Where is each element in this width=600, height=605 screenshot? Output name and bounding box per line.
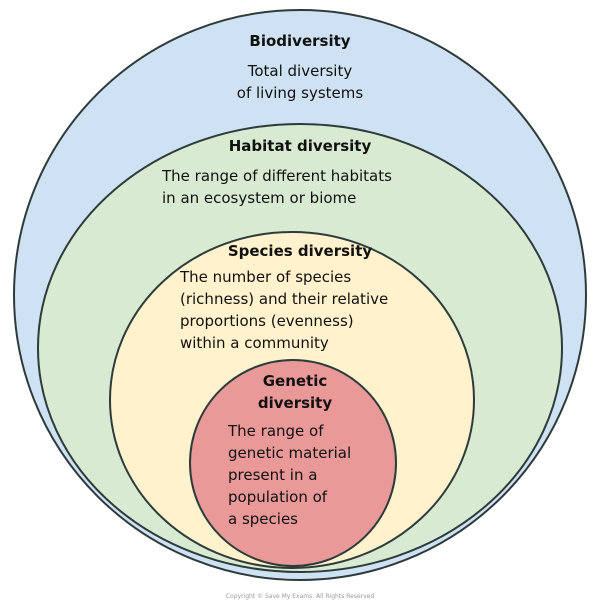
genetic-title: Genetic diversity [257,372,333,412]
habitat-title: Habitat diversity [228,137,372,155]
habitat-description: The range of different habitats in an ec… [162,167,392,207]
copyright-text: Copyright © Save My Exams. All Rights Re… [225,593,375,600]
biodiversity-description: Total diversity of living systems [236,62,364,102]
genetic-description: The range of genetic material present in… [228,422,352,528]
species-description: The number of species (richness) and the… [180,268,389,352]
biodiversity-title: Biodiversity [249,32,351,50]
genetic-circle [189,359,397,567]
species-title: Species diversity [227,242,373,260]
